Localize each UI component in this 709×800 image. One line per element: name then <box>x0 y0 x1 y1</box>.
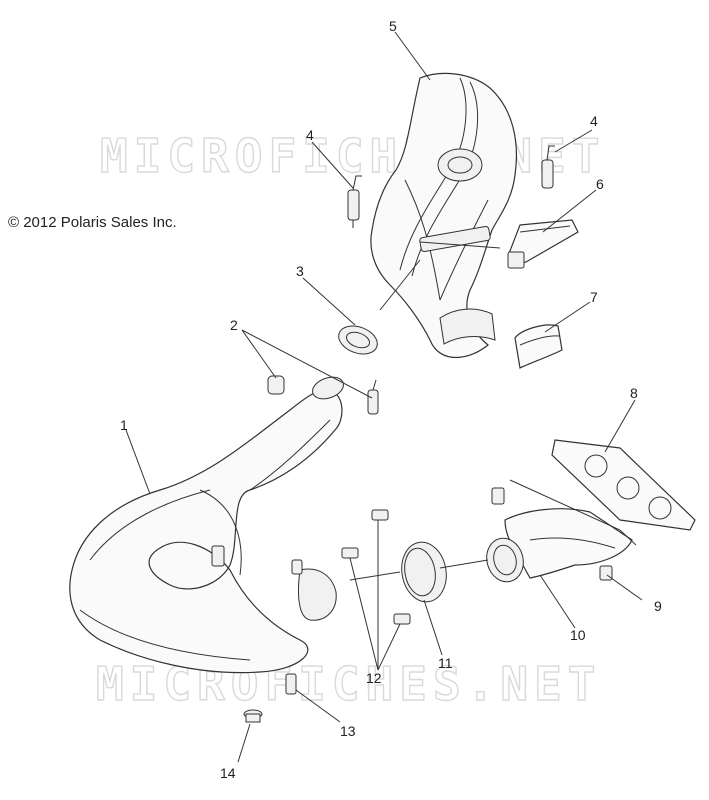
watermark-top: MICROFICHES.NET <box>100 129 605 183</box>
part-14-plug <box>243 709 263 723</box>
part-8-gasket <box>551 439 696 531</box>
part-6-bracket <box>507 219 579 269</box>
callout-10: 10 <box>570 627 586 643</box>
callout-8: 8 <box>630 385 638 401</box>
part-4-spring-left <box>347 175 362 228</box>
callout-3: 3 <box>296 263 304 279</box>
callout-14: 14 <box>220 765 236 781</box>
part-4-spring-right <box>541 145 555 189</box>
callout-9: 9 <box>654 598 662 614</box>
part-10-exhaust-manifold <box>486 479 637 583</box>
part-2-spring <box>367 379 379 415</box>
callout-13: 13 <box>340 723 356 739</box>
part-12-spring-left <box>341 547 359 559</box>
part-3-gasket-ring <box>338 325 378 355</box>
part-5-upper-housing <box>370 72 518 358</box>
part-13-spring <box>285 673 297 695</box>
part-2-grommet <box>267 375 285 395</box>
part-9-bolt-top <box>491 487 505 505</box>
part-7-clip <box>514 324 563 369</box>
callout-5: 5 <box>389 18 397 34</box>
part-12-spring-top <box>371 509 389 521</box>
callout-4-right: 4 <box>590 113 598 129</box>
part-11-coupler-ring <box>401 541 447 603</box>
callout-2: 2 <box>230 317 238 333</box>
callout-1: 1 <box>120 417 128 433</box>
callout-12: 12 <box>366 670 382 686</box>
copyright-notice: © 2012 Polaris Sales Inc. <box>8 214 177 231</box>
callout-4-left: 4 <box>306 127 314 143</box>
part-12-spring-bottom <box>393 613 411 625</box>
part-1-expansion-chamber <box>69 376 344 674</box>
leader-lines <box>125 31 643 763</box>
callout-6: 6 <box>596 176 604 192</box>
callout-11: 11 <box>438 655 453 671</box>
callout-7: 7 <box>590 289 598 305</box>
